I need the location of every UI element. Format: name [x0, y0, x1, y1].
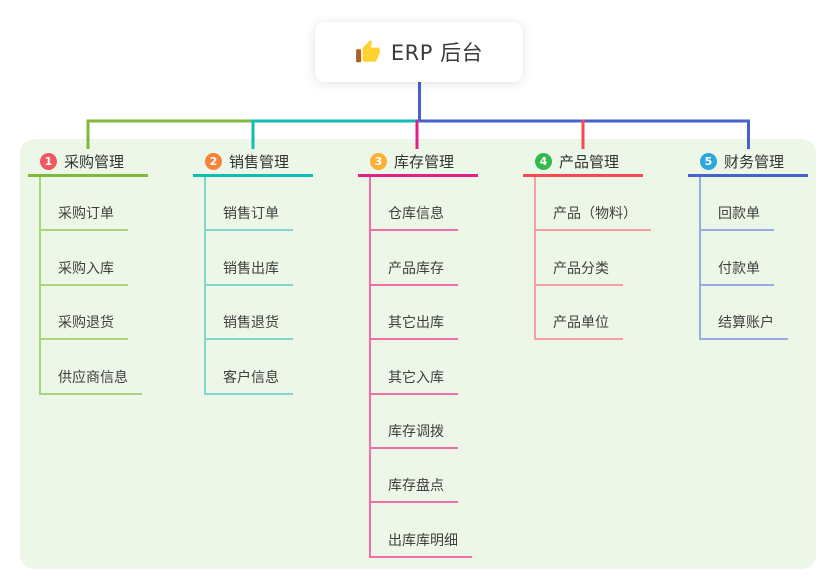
branch-children: 产品（物料） 产品分类 产品单位 — [534, 177, 653, 341]
branch-title-label: 销售管理 — [229, 152, 290, 171]
node-label: 回款单 — [718, 206, 760, 223]
branch-title-finance[interactable]: 5 财务管理 — [688, 146, 808, 177]
node-label: 出库库明细 — [388, 532, 458, 549]
mindmap-node[interactable]: 产品分类 — [536, 231, 623, 286]
branch-inventory: 3 库存管理 仓库信息 产品库存 其它出库 其它入库 库存调拨 库存盘点 出库库… — [358, 146, 488, 558]
mindmap-node[interactable]: 其它入库 — [371, 340, 458, 395]
mindmap-node[interactable]: 客户信息 — [206, 340, 293, 395]
mindmap-node[interactable]: 其它出库 — [371, 286, 458, 341]
node-label: 销售退货 — [223, 315, 279, 332]
mindmap-node[interactable]: 库存盘点 — [371, 449, 458, 504]
branch-number-badge: 3 — [370, 152, 387, 170]
node-label: 结算账户 — [718, 315, 774, 332]
mindmap-node[interactable]: 采购退货 — [41, 286, 128, 341]
branch-title-label: 产品管理 — [559, 152, 620, 171]
branch-finance: 5 财务管理 回款单 付款单 结算账户 — [688, 146, 818, 341]
mindmap-node[interactable]: 产品单位 — [536, 286, 623, 341]
branch-children: 仓库信息 产品库存 其它出库 其它入库 库存调拨 库存盘点 出库库明细 — [369, 177, 488, 558]
mindmap-node[interactable]: 产品（物料） — [536, 177, 651, 232]
mindmap-node[interactable]: 销售退货 — [206, 286, 293, 341]
node-label: 库存调拨 — [388, 423, 444, 440]
node-label: 产品（物料） — [553, 206, 637, 223]
branches-panel — [20, 139, 816, 569]
branch-number-badge: 2 — [205, 152, 222, 170]
mindmap-node[interactable]: 回款单 — [701, 177, 774, 232]
mindmap-node[interactable]: 销售出库 — [206, 231, 293, 286]
node-label: 采购订单 — [58, 206, 114, 223]
mindmap-node[interactable]: 采购订单 — [41, 177, 128, 232]
node-label: 产品库存 — [388, 260, 444, 277]
node-label: 采购入库 — [58, 260, 114, 277]
branch-title-label: 库存管理 — [394, 152, 455, 171]
node-label: 其它入库 — [388, 369, 444, 386]
root-node-label: ERP 后台 — [390, 41, 484, 65]
mindmap-node[interactable]: 销售订单 — [206, 177, 293, 232]
node-label: 采购退货 — [58, 315, 114, 332]
branch-children: 采购订单 采购入库 采购退货 供应商信息 — [39, 177, 158, 395]
branch-children: 回款单 付款单 结算账户 — [699, 177, 818, 341]
node-label: 客户信息 — [223, 369, 279, 386]
branch-title-label: 采购管理 — [64, 152, 125, 171]
branch-title-purchase[interactable]: 1 采购管理 — [28, 146, 148, 177]
branch-title-inventory[interactable]: 3 库存管理 — [358, 146, 478, 177]
branch-number-badge: 4 — [535, 152, 552, 170]
branch-product: 4 产品管理 产品（物料） 产品分类 产品单位 — [523, 146, 653, 341]
branch-children: 销售订单 销售出库 销售退货 客户信息 — [204, 177, 323, 395]
mindmap-node[interactable]: 出库库明细 — [371, 503, 472, 558]
branch-sales: 2 销售管理 销售订单 销售出库 销售退货 客户信息 — [193, 146, 323, 395]
branch-number-badge: 1 — [40, 152, 57, 170]
mindmap-node[interactable]: 采购入库 — [41, 231, 128, 286]
mindmap-node[interactable]: 供应商信息 — [41, 340, 142, 395]
root-node[interactable]: ERP 后台 — [315, 22, 523, 82]
mindmap-node[interactable]: 结算账户 — [701, 286, 788, 341]
mindmap-node[interactable]: 付款单 — [701, 231, 774, 286]
mindmap-node[interactable]: 库存调拨 — [371, 395, 458, 449]
branch-title-sales[interactable]: 2 销售管理 — [193, 146, 313, 177]
node-label: 供应商信息 — [58, 369, 128, 386]
node-label: 仓库信息 — [388, 206, 444, 223]
thumbs-up-icon — [355, 40, 380, 63]
node-label: 其它出库 — [388, 315, 444, 332]
mindmap-node[interactable]: 产品库存 — [371, 231, 458, 286]
branch-title-label: 财务管理 — [724, 152, 785, 171]
node-label: 付款单 — [718, 260, 760, 277]
node-label: 销售出库 — [223, 260, 279, 277]
node-label: 销售订单 — [223, 206, 279, 223]
node-label: 库存盘点 — [388, 478, 444, 495]
branch-purchase: 1 采购管理 采购订单 采购入库 采购退货 供应商信息 — [28, 146, 158, 395]
branch-number-badge: 5 — [700, 152, 717, 170]
branch-title-product[interactable]: 4 产品管理 — [523, 146, 643, 177]
node-label: 产品分类 — [553, 260, 609, 277]
mindmap-node[interactable]: 仓库信息 — [371, 177, 458, 232]
node-label: 产品单位 — [553, 315, 609, 332]
